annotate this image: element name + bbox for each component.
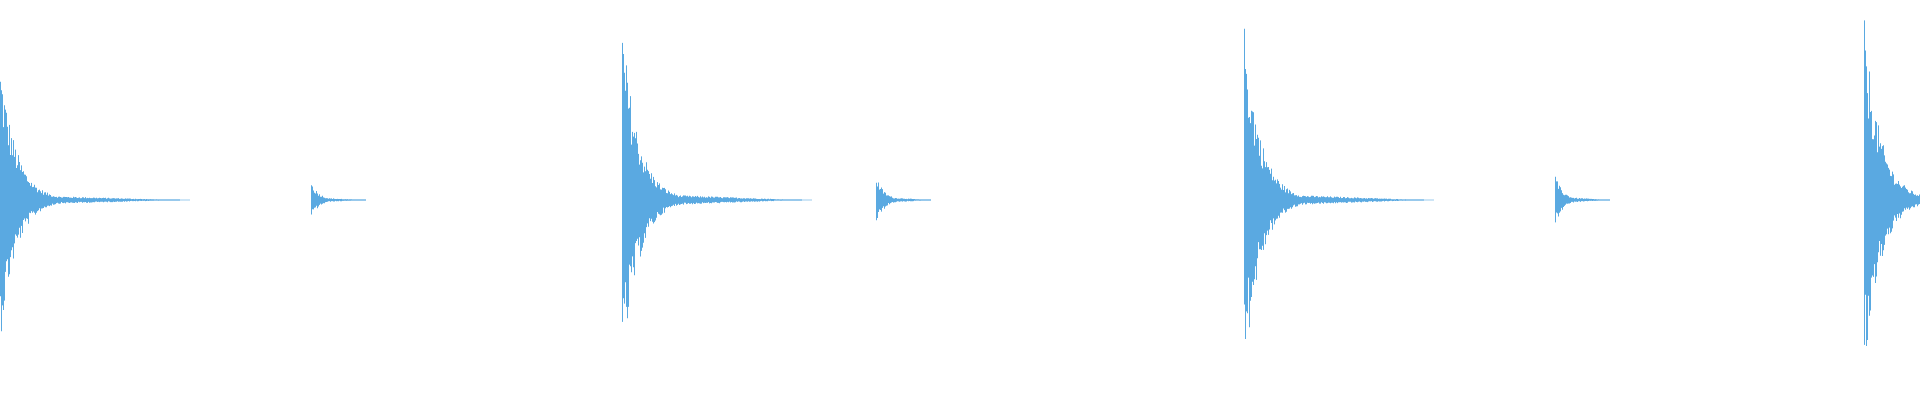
waveform-burst-hit	[0, 81, 190, 332]
waveform-burst-click	[1555, 176, 1610, 223]
waveform-burst-hit	[1244, 28, 1434, 339]
waveform-burst-hit	[622, 42, 812, 322]
waveform-burst-path	[1555, 176, 1610, 223]
waveform-bursts	[0, 20, 1920, 346]
waveform-burst-click	[311, 185, 366, 215]
waveform-burst-path	[1244, 28, 1424, 339]
waveform-burst-path	[1864, 20, 1920, 346]
waveform-burst-path	[311, 185, 366, 215]
waveform-burst-path	[622, 42, 802, 322]
waveform-burst-hit	[1864, 20, 1920, 346]
waveform-burst-path	[0, 81, 180, 332]
waveform-burst-click	[876, 182, 931, 221]
waveform-burst-path	[876, 182, 931, 221]
